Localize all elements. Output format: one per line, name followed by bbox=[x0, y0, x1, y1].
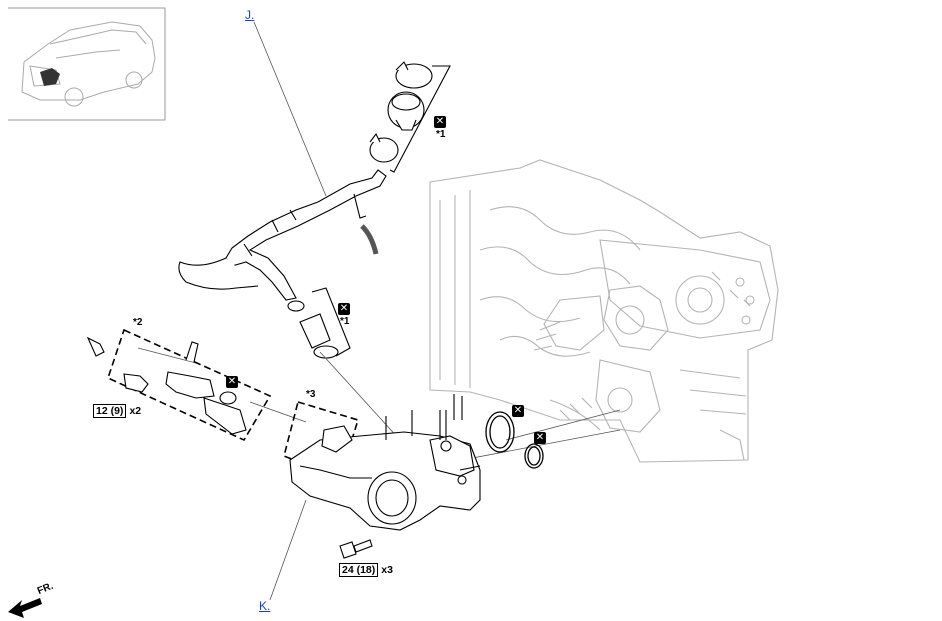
non-reusable-part-icon: ✕ bbox=[226, 376, 238, 388]
o-rings bbox=[485, 411, 544, 469]
front-direction-arrow bbox=[8, 598, 42, 618]
non-reusable-part-icon: ✕ bbox=[434, 116, 446, 128]
bolt bbox=[339, 539, 373, 559]
non-reusable-part-icon: ✕ bbox=[534, 432, 546, 444]
throttle-body bbox=[289, 394, 481, 531]
hose-clamp-set-lower bbox=[287, 287, 351, 359]
torque-value: 24 (18) bbox=[339, 563, 379, 577]
coolant-pipe bbox=[178, 169, 387, 301]
non-reusable-part-icon: ✕ bbox=[512, 405, 524, 417]
link-j[interactable]: J. bbox=[245, 8, 255, 22]
torque-quantity: x3 bbox=[381, 564, 393, 576]
note-marker: *1 bbox=[436, 129, 446, 140]
non-reusable-part-icon: ✕ bbox=[338, 303, 350, 315]
hose-clamp-set-upper bbox=[369, 61, 451, 173]
torque-spec: 24 (18)x3 bbox=[339, 563, 393, 577]
link-k[interactable]: K. bbox=[259, 599, 271, 613]
sensor-parts bbox=[86, 336, 247, 435]
torque-spec: 12 (9)x2 bbox=[93, 404, 142, 418]
torque-quantity: x2 bbox=[129, 405, 142, 417]
note-marker: *1 bbox=[340, 316, 350, 327]
vehicle-locator-thumbnail bbox=[8, 7, 166, 121]
note-marker: *2 bbox=[133, 317, 143, 328]
torque-value: 12 (9) bbox=[93, 404, 127, 418]
engine-background bbox=[429, 159, 779, 463]
note-marker: *3 bbox=[306, 389, 316, 400]
sensor-group bbox=[107, 328, 272, 442]
